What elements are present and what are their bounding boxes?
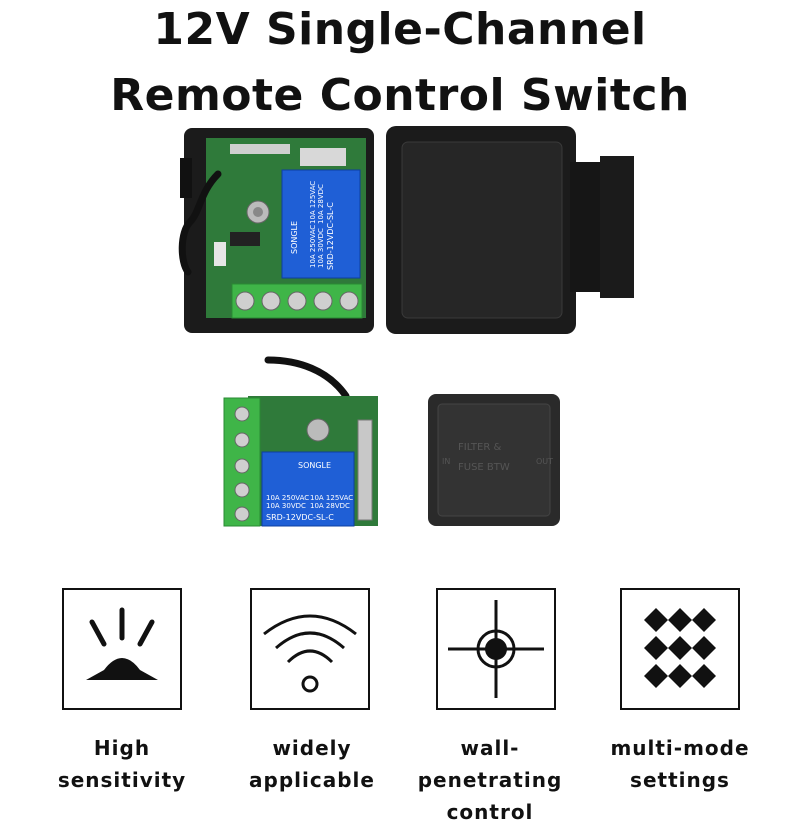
terminal-block [231,283,363,319]
relay-module: SONGLE 10A 250VAC 10A 30VDC 10A 125VAC 1… [281,169,361,279]
relay-rating-ac2: 10A 125VAC [309,181,317,224]
closed-case-photo: FILTER & FUSE BTW IN OUT [428,394,560,526]
case-side-left: IN [442,457,450,466]
relay-rating-dc: 10A 30VDC [317,228,325,268]
relay-rating-ac2: 10A 125VAC [310,494,353,502]
diamond-grid-icon [644,608,716,688]
relay-brand: SONGLE [298,461,331,470]
feature-sensitivity [62,588,182,710]
relay-rating-dc2: 10A 28VDC [317,184,325,224]
wifi-icon [263,614,357,693]
title-line-1: 12V Single-Channel [153,4,647,55]
feature-wall-penetrating [436,588,556,710]
relay-rating-dc: 10A 30VDC [266,502,306,510]
crosshair-icon [448,600,544,698]
case-text-bottom: FUSE BTW [458,462,510,473]
open-case-photo: SONGLE 10A 250VAC 10A 30VDC 10A 125VAC 1… [178,126,634,334]
relay-rating-ac: 10A 250VAC [266,494,309,502]
sun-rays-icon [86,607,158,680]
title-line-2: Remote Control Switch [110,70,690,121]
relay-brand: SONGLE [290,221,299,254]
relay-rating-ac: 10A 250VAC [309,225,317,268]
feature-applicable [250,588,370,710]
relay-model: SRD-12VDC-SL-C [326,202,335,270]
feature-multi-mode [620,588,740,710]
bare-board-photo: SONGLE 10A 250VAC 10A 30VDC 10A 125VAC 1… [223,356,378,527]
relay-model: SRD-12VDC-SL-C [266,513,334,522]
antenna-coil [178,170,222,276]
case-side-right: OUT [536,457,553,466]
case-text-top: FILTER & [458,442,501,453]
relay-rating-dc2: 10A 28VDC [310,502,350,510]
antenna-coil [264,356,350,400]
